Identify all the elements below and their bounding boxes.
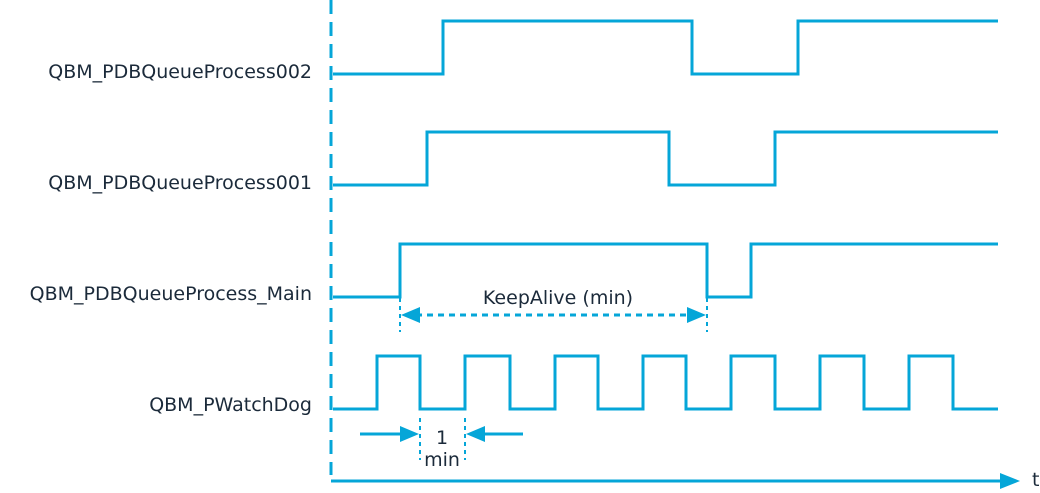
signal-label-process001: QBM_PDBQueueProcess001: [48, 172, 312, 194]
waveform-watchdog: [333, 354, 998, 411]
waveform-process-main: [333, 242, 998, 299]
keepalive-right-arrow-icon: [687, 307, 706, 323]
time-axis-arrow-icon: [1000, 473, 1020, 489]
signal-label-process002: QBM_PDBQueueProcess002: [48, 61, 312, 83]
interval-label-line1: 1: [436, 427, 448, 449]
interval-right-arrow-icon: [466, 426, 485, 442]
waveform-process001: [333, 130, 998, 187]
waveform-process002: [333, 19, 998, 76]
interval-label-line2: min: [424, 449, 460, 471]
interval-left-arrow-icon: [400, 426, 419, 442]
signal-label-watchdog: QBM_PWatchDog: [149, 394, 312, 416]
keepalive-left-arrow-icon: [401, 307, 420, 323]
time-axis-label: t: [1032, 469, 1039, 491]
signal-label-process-main: QBM_PDBQueueProcess_Main: [30, 283, 312, 305]
keepalive-label: KeepAlive (min): [483, 287, 633, 309]
